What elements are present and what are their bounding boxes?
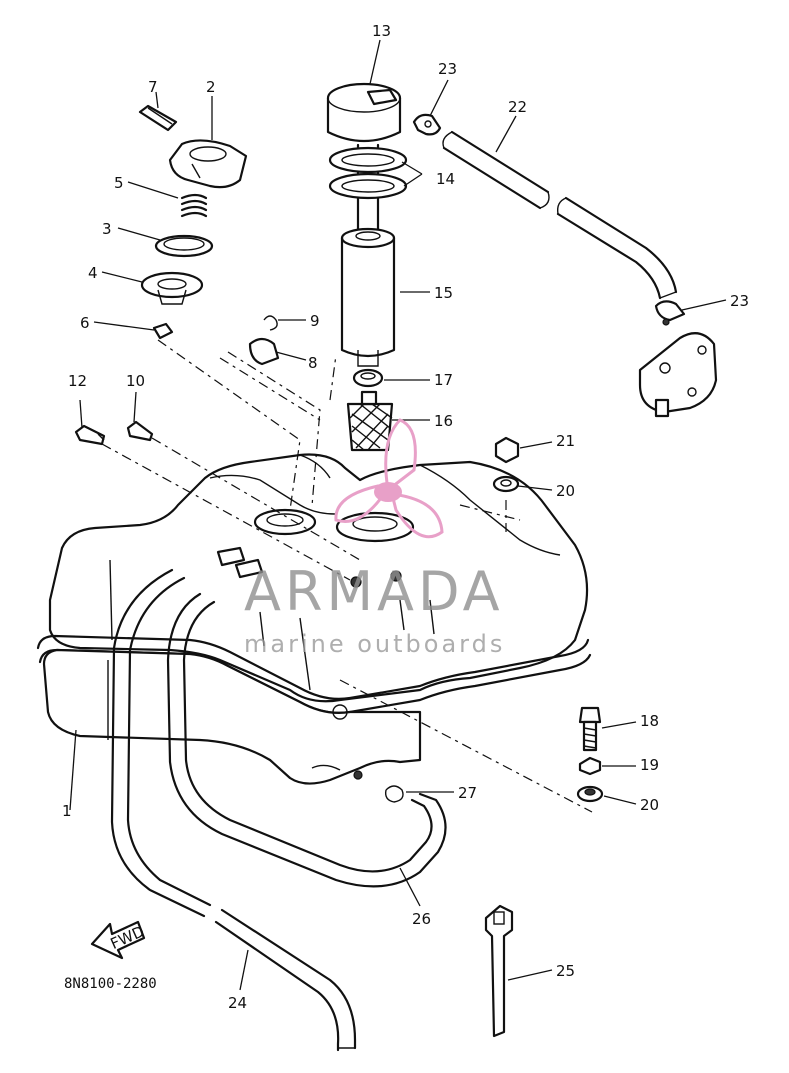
callout-13: 13 (372, 22, 391, 40)
fuel-unit-13 (326, 82, 402, 232)
bolt-18 (578, 706, 602, 752)
nut-6 (152, 322, 174, 340)
holder-8 (248, 337, 280, 366)
assembly-lines (101, 339, 593, 813)
callout-7: 7 (148, 78, 158, 96)
callout-labels: 7 2 5 3 4 6 9 8 13 14 15 17 16 23 22 23 … (62, 22, 749, 1012)
nut-21 (494, 436, 520, 464)
callout-12: 12 (68, 372, 87, 390)
clip-9 (263, 315, 278, 331)
hose-26 (166, 592, 447, 888)
callout-16: 16 (434, 412, 453, 430)
part-code: 8N8100-2280 (64, 976, 157, 992)
callout-21: 21 (556, 432, 575, 450)
fuel-tank (36, 453, 592, 785)
callout-5: 5 (114, 174, 124, 192)
callout-23-right: 23 (730, 292, 749, 310)
callout-1: 1 (62, 802, 72, 820)
armada-watermark: ARMADA marine outboards (244, 418, 505, 658)
seal-3 (154, 234, 214, 258)
callout-22: 22 (508, 98, 527, 116)
clip-23-right (654, 300, 686, 326)
callout-27: 27 (458, 784, 477, 802)
clip-27 (384, 785, 404, 803)
spring-5 (180, 193, 208, 218)
leader-lines (69, 39, 727, 991)
callout-19: 19 (640, 756, 659, 774)
callout-25: 25 (556, 962, 575, 980)
band-25 (484, 904, 514, 1038)
filter-16 (346, 390, 394, 452)
callout-20-top: 20 (556, 482, 575, 500)
fwd-arrow: FWD (90, 920, 147, 960)
fuel-pump (638, 332, 718, 418)
hose-22 (442, 130, 678, 300)
callout-20-bottom: 20 (640, 796, 659, 814)
callout-18: 18 (640, 712, 659, 730)
washer-20-top (492, 475, 520, 493)
clamp-17 (352, 368, 384, 388)
pin-7 (138, 104, 178, 132)
callout-23-top: 23 (438, 60, 457, 78)
bolt-10 (126, 420, 154, 442)
nut-19 (578, 756, 602, 776)
callout-17: 17 (434, 371, 453, 389)
bolt-12 (74, 424, 106, 446)
watermark-tagline: marine outboards (244, 630, 505, 658)
watermark-brand: ARMADA (244, 560, 504, 623)
callout-9: 9 (310, 312, 320, 330)
callout-24: 24 (228, 994, 247, 1012)
pickup-tube-15 (340, 227, 396, 367)
callout-6: 6 (80, 314, 90, 332)
callout-4: 4 (88, 264, 98, 282)
callout-14: 14 (436, 170, 455, 188)
callout-15: 15 (434, 284, 453, 302)
callout-10: 10 (126, 372, 145, 390)
clip-23-top (412, 113, 442, 136)
callout-2: 2 (206, 78, 216, 96)
washer-20-bottom (576, 785, 604, 803)
gasket-4 (140, 271, 204, 305)
callout-26: 26 (412, 910, 431, 928)
propeller-logo-icon (334, 418, 444, 539)
fwd-label: FWD (108, 922, 147, 953)
callout-3: 3 (102, 220, 112, 238)
rings-14 (328, 146, 408, 200)
filler-cap-2 (168, 139, 248, 189)
callout-8: 8 (308, 354, 318, 372)
hose-24 (110, 568, 357, 1052)
